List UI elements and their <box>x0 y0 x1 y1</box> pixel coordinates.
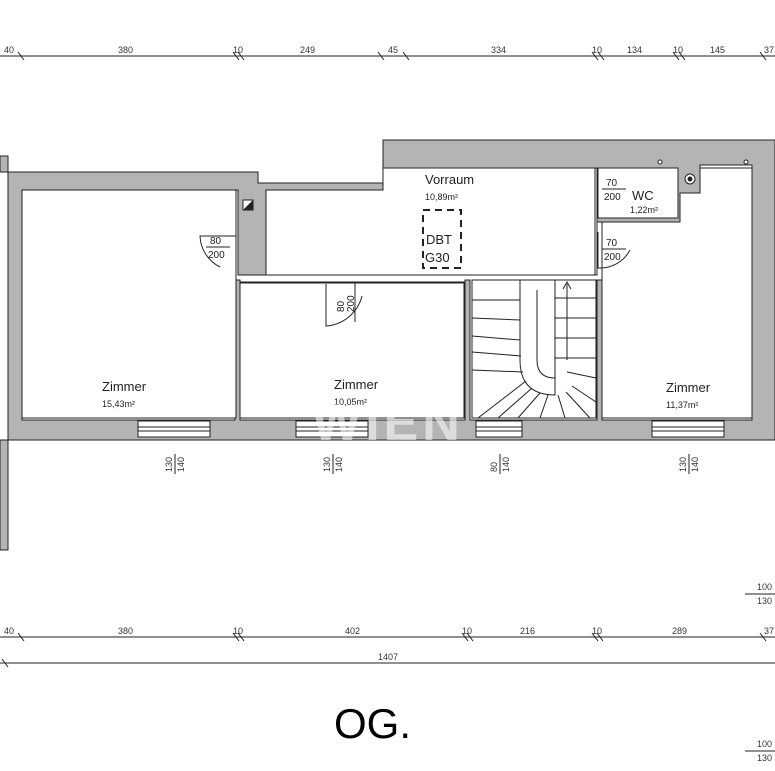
window-dim-3-a: 80 <box>489 462 499 472</box>
dim-top-2: 380 <box>118 45 133 55</box>
window-dim-4-a: 130 <box>678 457 688 472</box>
total-dimension-line: 1407 <box>0 652 775 668</box>
dim-bottom-9: 37 <box>764 626 774 636</box>
dim-top-10: 145 <box>710 45 725 55</box>
window-dim-2: 130 140 <box>322 454 344 474</box>
shaft-label-2: G30 <box>425 250 450 265</box>
door-label-wc-width: 70 <box>606 178 618 189</box>
dim-top-11: 37 <box>764 45 774 55</box>
window-dim-1-a: 130 <box>164 457 174 472</box>
right-fraction-1: 100 130 <box>745 582 775 606</box>
dim-bottom-1: 40 <box>4 626 14 636</box>
door-label-left-width: 80 <box>210 236 222 247</box>
room-name: Vorraum <box>425 172 474 187</box>
dim-top-3: 10 <box>233 45 243 55</box>
shaft-dbt-g30: DBT G30 <box>422 209 462 269</box>
watermark: WIEN <box>312 394 464 452</box>
door-label-right-height: 200 <box>604 252 621 263</box>
doors <box>199 190 631 327</box>
dim-total: 1407 <box>378 652 398 662</box>
door-label-middle: 80 200 <box>336 295 357 312</box>
room-name: WC <box>632 188 654 203</box>
staircase <box>471 280 597 419</box>
room-zimmer-left: Zimmer 15,43m² <box>102 379 147 409</box>
dim-top-8: 134 <box>627 45 642 55</box>
room-area: 15,43m² <box>102 399 135 409</box>
window-2 <box>295 420 369 438</box>
room-vorraum: Vorraum 10,89m² <box>425 172 474 202</box>
window-dim-1: 130 140 <box>164 454 186 474</box>
door-label-wc-height: 200 <box>604 192 621 203</box>
window-dim-2-a: 130 <box>322 457 332 472</box>
room-wc: WC 1,22m² <box>630 188 658 215</box>
floor-label: OG. <box>333 700 411 747</box>
dim-top-9: 10 <box>673 45 683 55</box>
room-area: 1,22m² <box>630 205 658 215</box>
window-dim-1-b: 140 <box>176 457 186 472</box>
door-label-middle-width: 80 <box>336 300 347 312</box>
room-area: 10,89m² <box>425 192 458 202</box>
dim-bottom-2: 380 <box>118 626 133 636</box>
window-dim-3: 80 140 <box>489 454 511 474</box>
window-dim-3-b: 140 <box>501 457 511 472</box>
dim-bottom-8: 289 <box>672 626 687 636</box>
dim-bottom-3: 10 <box>233 626 243 636</box>
room-name: Zimmer <box>102 379 147 394</box>
room-name: Zimmer <box>666 380 711 395</box>
door-label-middle-height: 200 <box>346 295 357 312</box>
dim-bottom-4: 402 <box>345 626 360 636</box>
dim-top-4: 249 <box>300 45 315 55</box>
room-zimmer-middle: Zimmer 10,05m² <box>334 377 379 407</box>
room-area: 10,05m² <box>334 397 367 407</box>
window-4 <box>651 420 725 438</box>
window-3 <box>475 420 523 438</box>
door-label-right-width: 70 <box>606 238 618 249</box>
room-zimmer-right: Zimmer 11,37m² <box>666 380 711 410</box>
dim-bottom-7: 10 <box>592 626 602 636</box>
right-fraction-2: 100 130 <box>745 739 775 763</box>
dim-top-6: 334 <box>491 45 506 55</box>
bottom-dimension-line: 40 380 10 402 10 216 10 289 37 <box>0 626 775 642</box>
fraction-num: 100 <box>757 582 772 592</box>
room-area: 11,37m² <box>666 400 698 410</box>
dim-top-7: 10 <box>592 45 602 55</box>
shaft-label-1: DBT <box>426 232 452 247</box>
dim-top-5: 45 <box>388 45 398 55</box>
window-1 <box>137 420 211 438</box>
room-name: Zimmer <box>334 377 379 392</box>
window-dim-2-b: 140 <box>334 457 344 472</box>
walls <box>0 139 775 551</box>
fraction-den: 130 <box>757 753 772 763</box>
windows <box>137 420 725 438</box>
dim-bottom-5: 10 <box>462 626 472 636</box>
window-dim-4-b: 140 <box>690 457 700 472</box>
dim-top-1: 40 <box>4 45 14 55</box>
dim-bottom-6: 216 <box>520 626 535 636</box>
top-dimension-line: 40 380 10 249 45 334 10 134 10 145 37 <box>0 45 775 61</box>
fraction-den: 130 <box>757 596 772 606</box>
window-dim-4: 130 140 <box>678 454 700 474</box>
door-label-left-height: 200 <box>208 250 225 261</box>
fraction-num: 100 <box>757 739 772 749</box>
